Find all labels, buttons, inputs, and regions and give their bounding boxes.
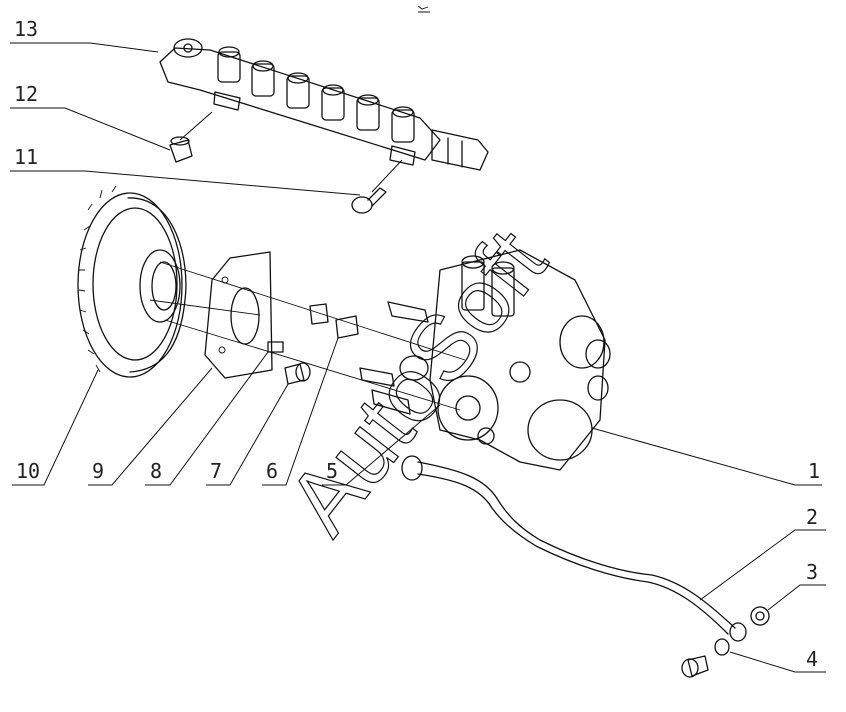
callout-3: 3 [806,560,818,584]
top-mark [417,5,430,13]
callout-1: 1 [808,459,820,483]
callout-6: 6 [266,459,278,483]
callout-labels: 13 12 11 10 9 8 7 6 5 1 2 3 4 [14,17,820,671]
rail-injector-ports [217,46,415,143]
callout-7: 7 [210,459,222,483]
callout-5: 5 [326,459,338,483]
injection-pump-part [429,249,611,471]
small-parts [267,301,429,415]
callout-8: 8 [150,459,162,483]
flange-plate-part [204,251,273,379]
callout-9: 9 [92,459,104,483]
callout-13: 13 [14,17,38,41]
bolt-11 [351,187,387,214]
callout-11: 11 [14,145,38,169]
pipe-part [401,455,747,642]
callout-4: 4 [806,647,818,671]
washer-4 [681,638,730,678]
bolt-12 [169,136,193,163]
washer-3 [750,606,770,626]
callout-12: 12 [14,82,38,106]
callout-leaders [10,42,826,673]
callout-10: 10 [16,459,40,483]
callout-2: 2 [806,505,818,529]
fuel-rail-part [159,38,489,171]
drive-gear-part [77,185,187,378]
